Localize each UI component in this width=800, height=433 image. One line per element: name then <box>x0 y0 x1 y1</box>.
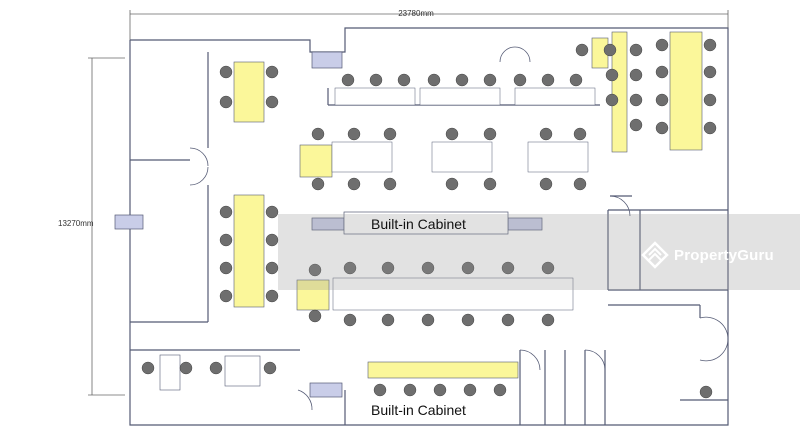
dimension-lines <box>88 10 729 396</box>
built-in-cabinet-label-bottom: Built-in Cabinet <box>371 402 466 418</box>
built-in-cabinet-middle <box>311 211 543 235</box>
built-in-cabinet-label-middle: Built-in Cabinet <box>371 216 466 232</box>
door-arcs <box>189 46 729 411</box>
door-pads <box>114 51 343 398</box>
width-dimension-label: 23780mm <box>398 9 434 18</box>
chairs <box>141 38 717 399</box>
watermark-band <box>278 214 800 290</box>
desk-clusters <box>331 87 596 311</box>
watermark-text: PropertyGuru <box>674 246 774 264</box>
propertyguru-watermark: PropertyGuru <box>640 240 774 270</box>
height-dimension-label: 13270mm <box>58 219 94 228</box>
propertyguru-logo-icon <box>641 241 669 269</box>
walls <box>129 27 729 426</box>
desk-blocks <box>159 31 703 391</box>
